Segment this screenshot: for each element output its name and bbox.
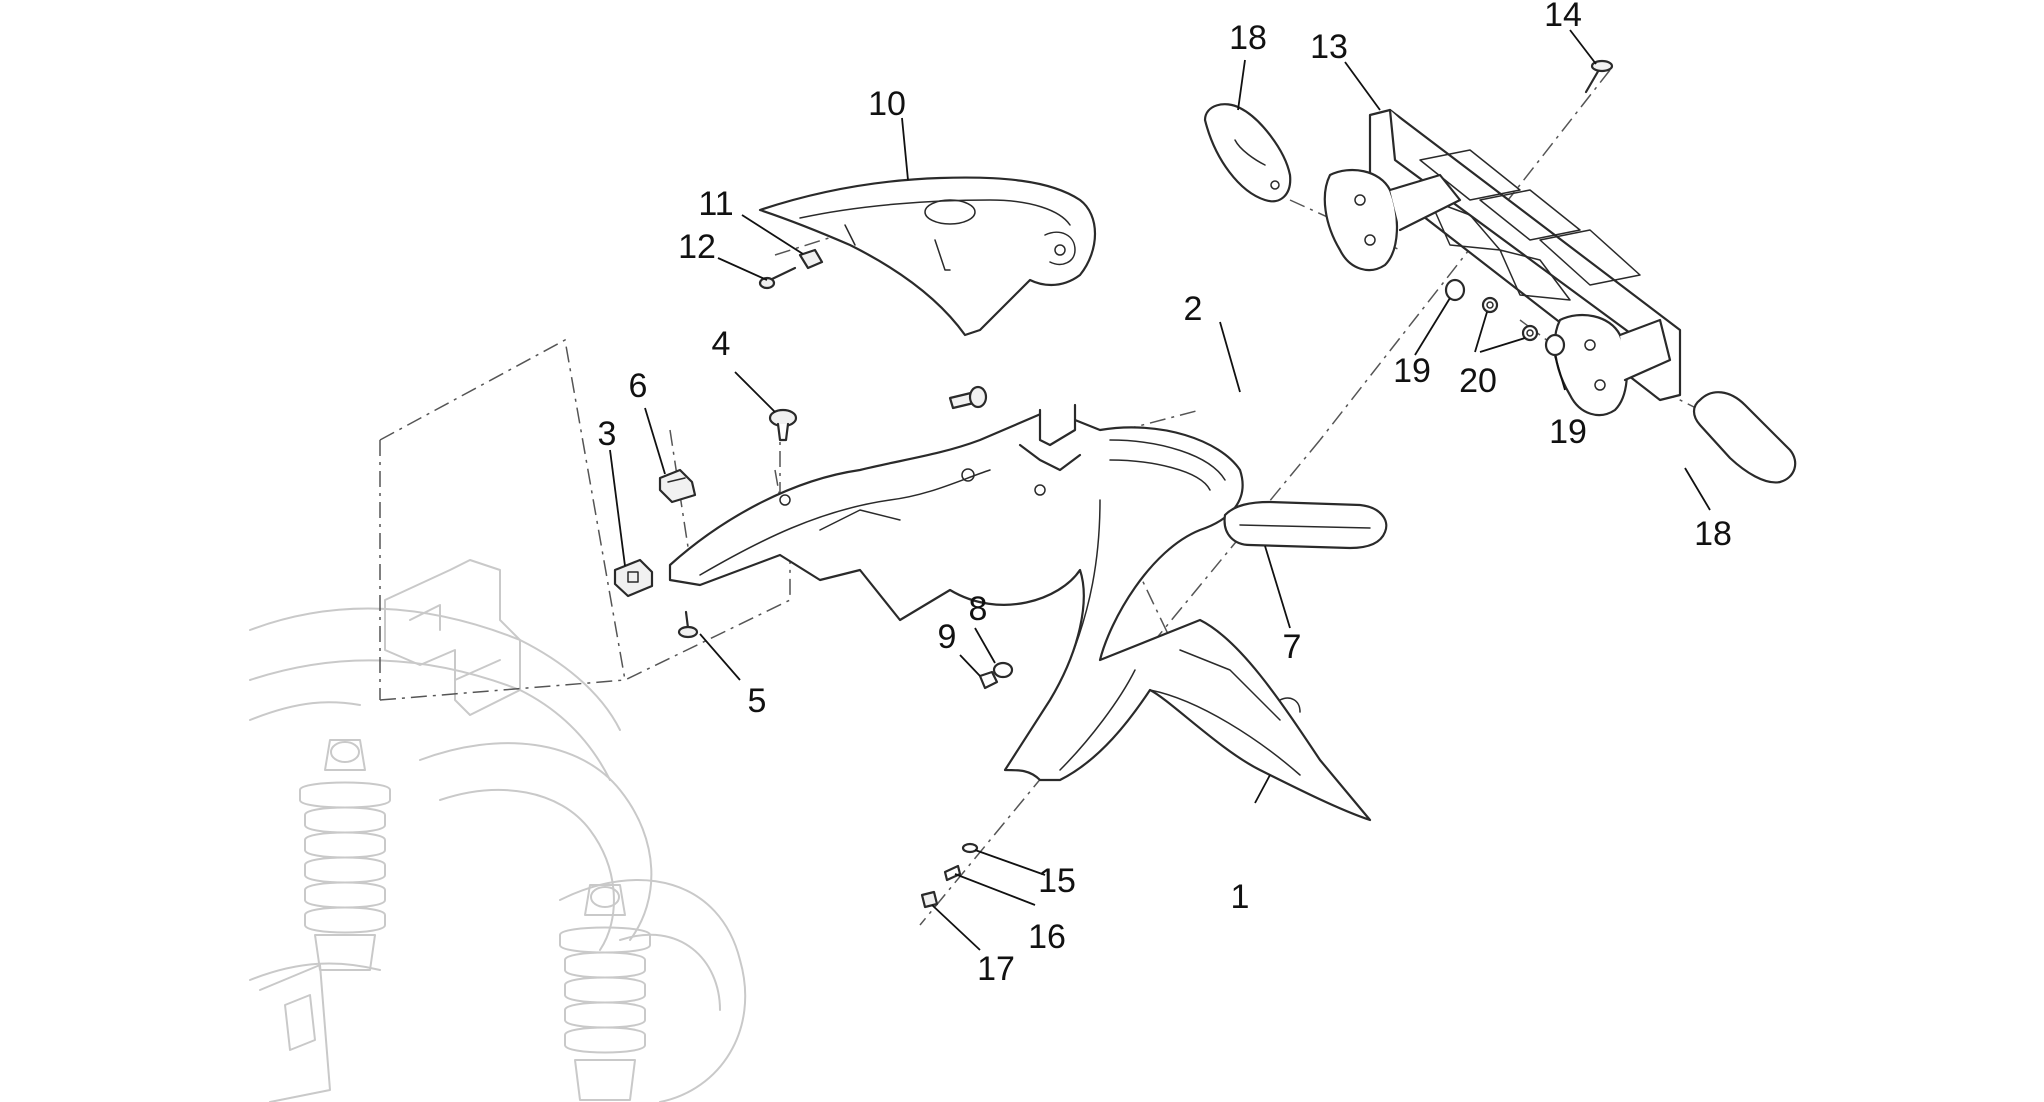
washer-part-19-right <box>1544 333 1566 357</box>
washer-part-8 <box>992 661 1014 679</box>
callout-10: 10 <box>868 85 906 123</box>
callout-19-left: 19 <box>1393 352 1431 390</box>
callout-1: 1 <box>1231 878 1250 916</box>
callout-19-right: 19 <box>1549 413 1587 451</box>
washer-part-19-left <box>1444 278 1466 302</box>
callout-3: 3 <box>598 415 617 453</box>
speed-nut-part-6 <box>658 468 697 504</box>
callout-2: 2 <box>1184 290 1203 328</box>
callout-14: 14 <box>1544 0 1582 34</box>
callout-9: 9 <box>938 618 957 656</box>
callout-16: 16 <box>1028 918 1066 956</box>
callout-6: 6 <box>629 367 648 405</box>
screw-part-5 <box>677 610 699 639</box>
upper-cover-part-10 <box>758 176 1097 337</box>
rubber-pad-part-18-upper <box>1203 103 1292 203</box>
spring-part-16 <box>943 864 962 882</box>
callout-5: 5 <box>748 682 767 720</box>
nut-part-20-left <box>1481 296 1499 314</box>
callout-7: 7 <box>1283 628 1302 666</box>
callout-11: 11 <box>698 185 733 223</box>
callout-20: 20 <box>1459 362 1497 400</box>
callout-15: 15 <box>1038 862 1076 900</box>
clip-part-15 <box>961 842 979 854</box>
callout-12: 12 <box>678 228 716 266</box>
screw-part-4 <box>768 408 798 442</box>
left-shock-ghost <box>299 739 391 971</box>
screw-part-12 <box>758 266 797 290</box>
callout-18-upper: 18 <box>1229 19 1267 57</box>
callout-13: 13 <box>1310 28 1348 66</box>
nut-part-20-right <box>1521 324 1539 342</box>
plate-bracket-part-13 <box>1323 108 1682 417</box>
leader-lines <box>609 29 1711 951</box>
bolt-part-14 <box>1584 59 1614 94</box>
rear-mudguard-part-1 <box>668 403 1372 822</box>
right-shock-ghost <box>559 884 651 1101</box>
clip-part-11 <box>798 248 824 270</box>
rubber-pad-part-18-lower <box>1692 391 1797 484</box>
clip-nut-part-3 <box>613 558 654 598</box>
background-vehicle-ghost <box>249 559 747 1102</box>
callout-4: 4 <box>712 325 731 363</box>
reflector-part-7 <box>1223 500 1388 550</box>
callout-18-lower: 18 <box>1694 515 1732 553</box>
screw-part-2 <box>948 385 988 410</box>
nut-part-9 <box>978 670 999 690</box>
nut-part-17 <box>920 890 939 909</box>
callout-17: 17 <box>977 950 1015 988</box>
callout-labels: 1 2 3 4 5 6 7 8 9 10 11 12 13 14 15 16 1… <box>598 0 1732 988</box>
callout-8: 8 <box>969 590 988 628</box>
